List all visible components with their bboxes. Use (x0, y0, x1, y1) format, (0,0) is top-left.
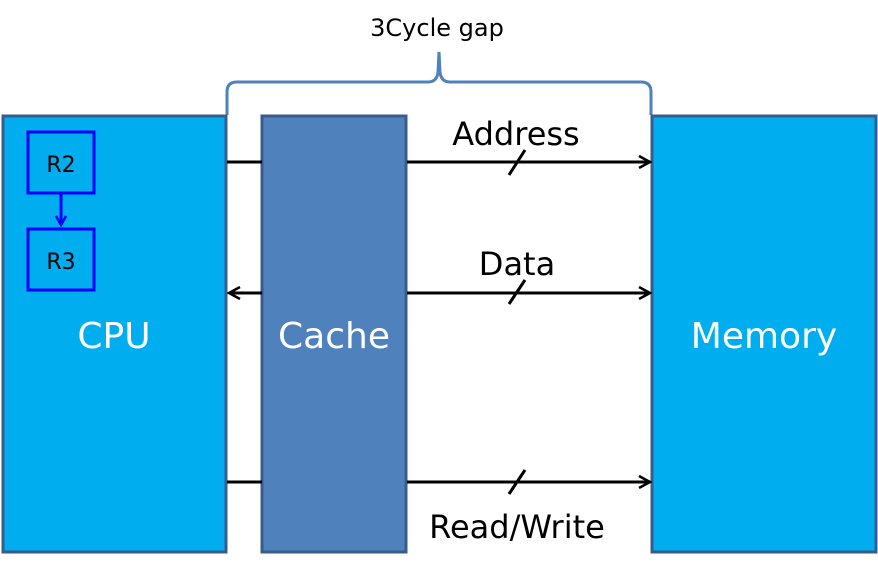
gap-label: 3Cycle gap (370, 14, 504, 42)
register-r3-label: R3 (46, 250, 75, 275)
cpu-block (1, 114, 228, 554)
memory-block (650, 114, 878, 554)
cache-label: Cache (278, 316, 390, 357)
cpu-label: CPU (77, 316, 150, 357)
rw-bus-label: Read/Write (429, 508, 605, 546)
rw-bus-width-slash (507, 469, 527, 495)
register-r3 (26, 227, 96, 292)
data-bus-label: Data (479, 245, 555, 283)
register-r2-label: R2 (46, 153, 75, 178)
cache-block (260, 114, 408, 554)
gap-brace (225, 51, 653, 115)
data-bus-width-slash (507, 279, 527, 305)
address-bus-width-slash (507, 149, 527, 176)
memory-label: Memory (691, 316, 837, 357)
address-bus-label: Address (452, 115, 579, 153)
